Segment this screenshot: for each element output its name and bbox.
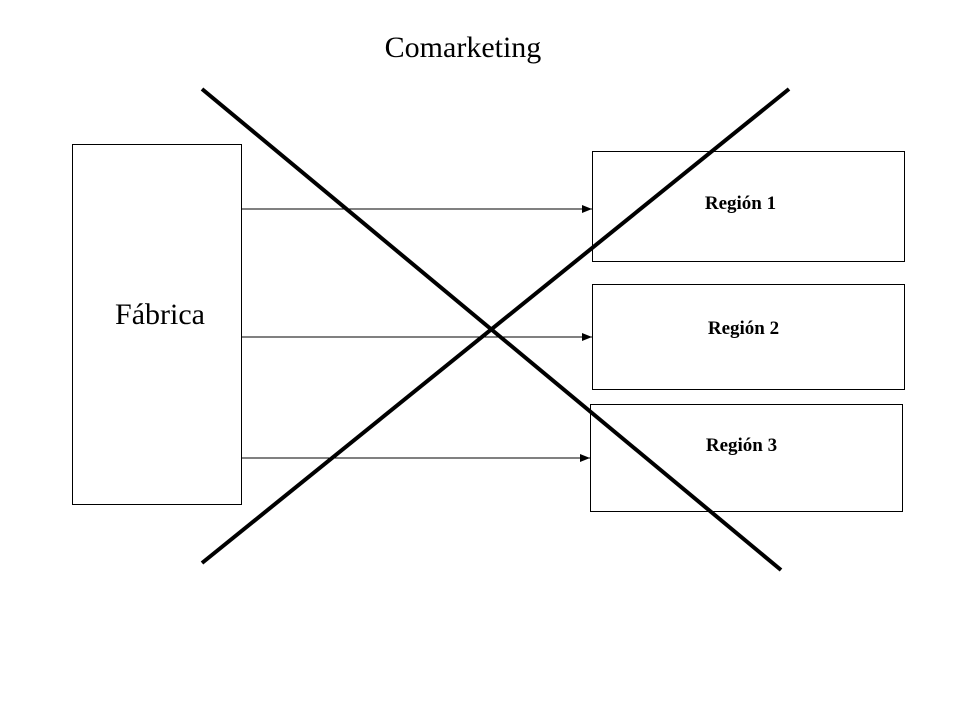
region-1-box: Región 1 — [592, 151, 905, 262]
factory-label: Fábrica — [115, 297, 205, 331]
region-2-box: Región 2 — [592, 284, 905, 390]
region-2-label: Región 2 — [707, 318, 780, 339]
region-1-label: Región 1 — [704, 192, 777, 214]
diagram-title: Comarketing — [384, 31, 542, 64]
factory-box: Fábrica — [72, 144, 242, 505]
region-3-label: Región 3 — [705, 435, 778, 456]
region-3-box: Región 3 — [590, 404, 903, 512]
